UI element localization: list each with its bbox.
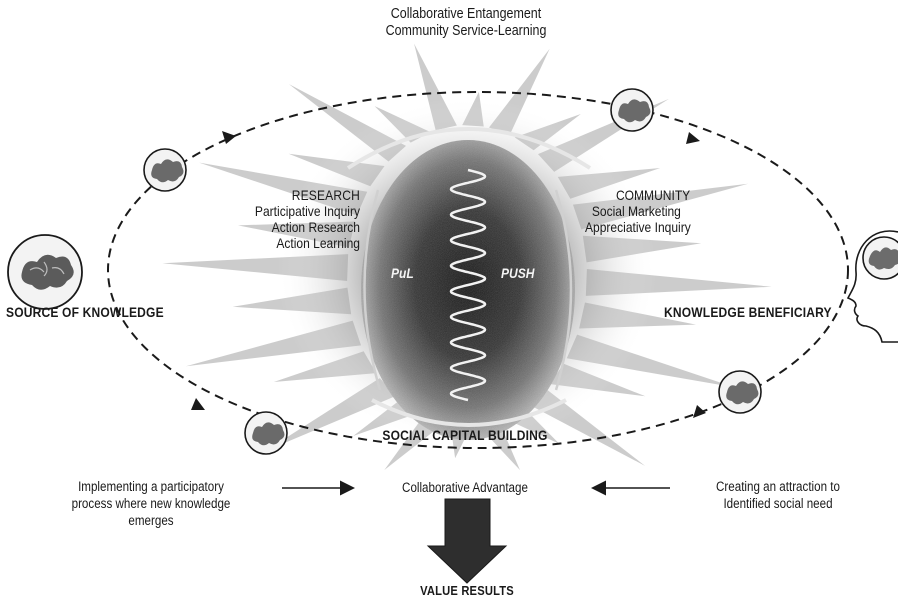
- brain-icon: [611, 89, 653, 131]
- research-item: Participative Inquiry: [222, 203, 360, 219]
- head-profile-icon: [848, 231, 898, 342]
- core-sphere-grain: [361, 140, 575, 440]
- orbit-arrow-top-right: [686, 132, 700, 144]
- brain-icon: [144, 149, 186, 191]
- research-item: Action Research: [222, 219, 360, 235]
- push-label: PUSH: [501, 265, 534, 281]
- title-line-1: Collaborative Entangement: [365, 6, 566, 23]
- left-note-line: Implementing a participatory: [40, 479, 262, 496]
- research-block: RESEARCH Participative Inquiry Action Re…: [222, 187, 360, 251]
- value-results-label: VALUE RESULTS: [375, 584, 559, 599]
- right-note: Creating an attraction to Identified soc…: [687, 479, 869, 513]
- orbit-arrow-bottom-left: [191, 398, 205, 410]
- left-note: Implementing a participatory process whe…: [40, 479, 262, 530]
- community-item: Appreciative Inquiry: [585, 219, 723, 235]
- collaborative-advantage-label: Collaborative Advantage: [375, 480, 556, 496]
- research-item: Action Learning: [222, 235, 360, 251]
- pull-label: PuL: [391, 265, 414, 281]
- brain-icon: [719, 371, 761, 413]
- community-item: Social Marketing: [585, 203, 723, 219]
- social-capital-building-label: SOCIAL CAPITAL BUILDING: [358, 427, 573, 443]
- brain-icon: [245, 412, 287, 454]
- down-arrow-icon: [428, 499, 506, 583]
- right-note-line: Creating an attraction to: [687, 479, 869, 496]
- source-brain-icon: [8, 235, 82, 309]
- knowledge-beneficiary-label: KNOWLEDGE BENEFICIARY: [664, 304, 832, 320]
- community-heading: COMMUNITY: [585, 187, 723, 203]
- source-of-knowledge-label: SOURCE OF KNOWLEDGE: [6, 304, 164, 320]
- left-note-line: emerges: [40, 513, 262, 530]
- community-block: COMMUNITY Social Marketing Appreciative …: [585, 187, 723, 235]
- title-line-2: Community Service-Learning: [365, 23, 566, 40]
- right-note-line: Identified social need: [687, 496, 869, 513]
- research-heading: RESEARCH: [222, 187, 360, 203]
- left-note-line: process where new knowledge: [40, 496, 262, 513]
- orbit-arrow-bottom-right: [693, 405, 706, 418]
- title-block: Collaborative Entangement Community Serv…: [365, 6, 566, 39]
- orbit-arrow-top-left: [222, 131, 236, 144]
